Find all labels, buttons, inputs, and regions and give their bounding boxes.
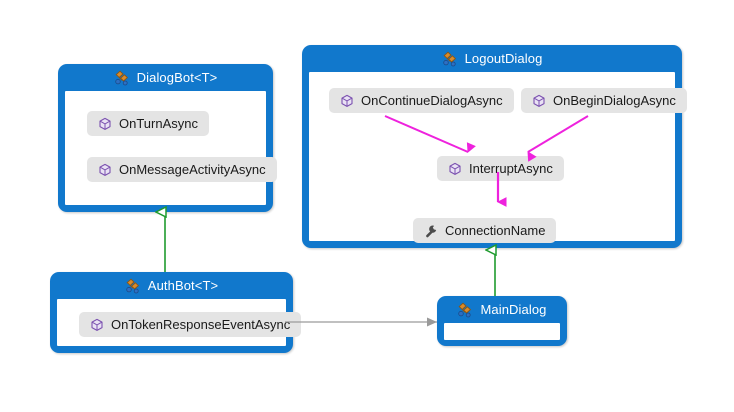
class-box-logoutdialog[interactable]: LogoutDialog OnContinueDialogAsync bbox=[302, 45, 687, 248]
member-connectionname[interactable]: ConnectionName bbox=[413, 218, 557, 243]
member-label: OnMessageActivityAsync bbox=[119, 162, 266, 177]
method-icon bbox=[98, 163, 112, 177]
class-title-maindialog: MainDialog bbox=[437, 296, 567, 323]
member-label: InterruptAsync bbox=[469, 161, 553, 176]
method-icon bbox=[532, 94, 546, 108]
member-interruptasync[interactable]: InterruptAsync bbox=[437, 156, 564, 181]
class-title-logoutdialog: LogoutDialog bbox=[302, 45, 682, 72]
method-icon bbox=[98, 117, 112, 131]
class-box-maindialog[interactable]: MainDialog bbox=[437, 296, 567, 346]
method-icon bbox=[448, 162, 462, 176]
member-label: OnTokenResponseEventAsync bbox=[111, 317, 291, 332]
member-onturnasync[interactable]: OnTurnAsync bbox=[87, 111, 209, 136]
method-icon bbox=[90, 318, 104, 332]
wrench-icon bbox=[424, 224, 438, 238]
member-label: OnContinueDialogAsync bbox=[361, 93, 503, 108]
class-body-maindialog bbox=[444, 323, 560, 340]
member-label: OnBeginDialogAsync bbox=[553, 93, 676, 108]
class-icon bbox=[442, 51, 459, 67]
member-onbegindialogasync[interactable]: OnBeginDialogAsync bbox=[521, 88, 687, 113]
class-name-label: AuthBot<T> bbox=[147, 278, 219, 293]
class-title-authbot: AuthBot<T> bbox=[50, 272, 293, 299]
class-icon bbox=[114, 70, 131, 86]
class-icon bbox=[125, 278, 142, 294]
class-box-authbot[interactable]: AuthBot<T> OnTokenResponseEventAsync bbox=[50, 272, 302, 353]
class-body-authbot: OnTokenResponseEventAsync bbox=[57, 299, 302, 346]
class-body-dialogbot: OnTurnAsync OnMessageActivityAsync bbox=[65, 91, 277, 205]
class-title-dialogbot: DialogBot<T> bbox=[58, 64, 273, 91]
class-icon bbox=[457, 302, 474, 318]
member-onmessageactivityasync[interactable]: OnMessageActivityAsync bbox=[87, 157, 277, 182]
class-name-label: LogoutDialog bbox=[464, 51, 543, 66]
class-box-dialogbot[interactable]: DialogBot<T> OnTurnAsync bbox=[58, 64, 277, 212]
class-name-label: DialogBot<T> bbox=[136, 70, 218, 85]
class-name-label: MainDialog bbox=[480, 302, 547, 317]
member-ontokenresponseeventasync[interactable]: OnTokenResponseEventAsync bbox=[79, 312, 302, 337]
class-body-logoutdialog: OnContinueDialogAsync OnBeginDialogAsync bbox=[309, 72, 687, 243]
member-label: ConnectionName bbox=[445, 223, 546, 238]
member-label: OnTurnAsync bbox=[119, 116, 198, 131]
member-oncontinuedialogasync[interactable]: OnContinueDialogAsync bbox=[329, 88, 514, 113]
method-icon bbox=[340, 94, 354, 108]
